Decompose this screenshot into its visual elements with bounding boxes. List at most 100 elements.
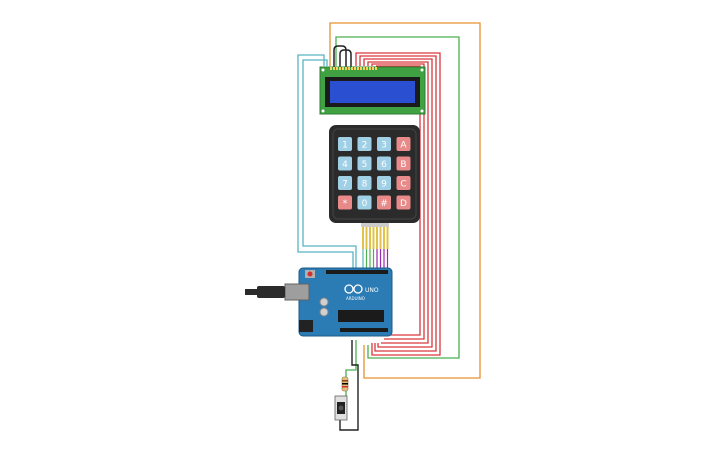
wire-black-1[interactable] bbox=[333, 45, 347, 68]
lcd-pin[interactable] bbox=[336, 67, 338, 70]
keypad-key-label: 2 bbox=[362, 141, 368, 151]
keypad-key-B[interactable]: B bbox=[396, 156, 411, 171]
power-jack bbox=[299, 320, 313, 332]
keypad-key-#[interactable]: # bbox=[377, 195, 391, 210]
lcd-pin[interactable] bbox=[369, 67, 371, 70]
lcd-pin[interactable] bbox=[357, 67, 359, 70]
keypad-key-face bbox=[338, 195, 352, 210]
keypad-key-label: 3 bbox=[381, 141, 387, 151]
keypad-key-face bbox=[357, 156, 372, 171]
keypad-key-face bbox=[396, 176, 411, 190]
keypad-key-3[interactable]: 3 bbox=[377, 137, 391, 151]
keypad-key-face bbox=[377, 176, 391, 190]
lcd-mount-hole bbox=[420, 109, 424, 113]
lcd-pin[interactable] bbox=[333, 67, 335, 70]
resistor[interactable] bbox=[341, 376, 349, 392]
keypad-key-label: A bbox=[400, 141, 407, 151]
keypad-pin[interactable] bbox=[379, 227, 382, 249]
keypad-key-2[interactable]: 2 bbox=[357, 137, 372, 151]
keypad-key-face bbox=[338, 176, 352, 190]
keypad-pin[interactable] bbox=[362, 227, 364, 249]
keypad-key-face bbox=[357, 176, 372, 190]
keypad-key-0[interactable]: 0 bbox=[357, 195, 372, 210]
arduino-brand: ARDUINO bbox=[346, 296, 365, 301]
capacitor bbox=[319, 297, 329, 307]
usb-cable-plug bbox=[257, 286, 285, 298]
wire-red-2[interactable] bbox=[359, 55, 437, 352]
wire-red-3[interactable] bbox=[363, 58, 433, 348]
lcd-pin-header bbox=[330, 67, 377, 70]
lcd-pin[interactable] bbox=[330, 67, 332, 70]
lcd-pin[interactable] bbox=[348, 67, 350, 70]
keypad-key-1[interactable]: 1 bbox=[338, 137, 352, 151]
wire-black-2[interactable] bbox=[339, 49, 352, 68]
pushbutton[interactable] bbox=[334, 395, 348, 421]
keypad-key-label: # bbox=[380, 199, 388, 209]
wire-teal-2[interactable] bbox=[302, 59, 357, 270]
atmega-chip bbox=[338, 310, 384, 322]
keypad-key-*[interactable]: * bbox=[338, 195, 352, 210]
keypad-pin[interactable] bbox=[386, 227, 389, 249]
wire-teal-1[interactable] bbox=[297, 54, 354, 270]
usb-jack bbox=[284, 283, 310, 301]
keypad-key-A[interactable]: A bbox=[396, 137, 411, 151]
keypad-key-8[interactable]: 8 bbox=[357, 176, 372, 190]
arduino-logo-icon bbox=[344, 284, 363, 294]
keypad-key-9[interactable]: 9 bbox=[377, 176, 391, 190]
keypad-key-label: 4 bbox=[342, 160, 348, 170]
keypad-key-face bbox=[377, 156, 391, 171]
wire-red-4[interactable] bbox=[367, 61, 429, 344]
keypad-pin[interactable] bbox=[365, 227, 368, 249]
wire-red-1[interactable] bbox=[355, 52, 441, 356]
wire-green[interactable] bbox=[335, 36, 460, 359]
lcd-pin[interactable] bbox=[339, 67, 341, 70]
lcd-pin[interactable] bbox=[360, 67, 362, 70]
keypad-pin[interactable] bbox=[372, 227, 375, 249]
keypad-pin-header bbox=[362, 227, 389, 249]
keypad-pin[interactable] bbox=[369, 227, 371, 249]
keypad-ribbon bbox=[361, 223, 389, 227]
keypad-pin[interactable] bbox=[376, 227, 378, 249]
keypad-key-label: B bbox=[400, 160, 406, 170]
keypad-key-face bbox=[338, 137, 352, 151]
lcd-pin[interactable] bbox=[363, 67, 365, 70]
keypad-key-label: 8 bbox=[362, 180, 368, 190]
reset-button-cap bbox=[307, 271, 313, 277]
keypad-pin[interactable] bbox=[383, 227, 385, 249]
keypad-key-5[interactable]: 5 bbox=[357, 156, 372, 171]
lcd-pin[interactable] bbox=[375, 67, 377, 70]
lcd-pin[interactable] bbox=[351, 67, 353, 70]
keypad-key-D[interactable]: D bbox=[396, 195, 411, 210]
digital-header bbox=[326, 270, 388, 274]
keypad-key-C[interactable]: C bbox=[396, 176, 411, 190]
capacitor bbox=[319, 307, 329, 317]
lcd-pin[interactable] bbox=[354, 67, 356, 70]
keypad-key-label: C bbox=[400, 180, 406, 190]
lcd-pin[interactable] bbox=[366, 67, 368, 70]
keypad-key-label: 5 bbox=[362, 160, 368, 170]
keypad-key-7[interactable]: 7 bbox=[338, 176, 352, 190]
keypad-key-face bbox=[377, 195, 391, 210]
keypad-key-face bbox=[357, 195, 372, 210]
keypad-key-4[interactable]: 4 bbox=[338, 156, 352, 171]
lcd-display[interactable] bbox=[319, 66, 426, 115]
wire-red-5[interactable] bbox=[371, 63, 425, 340]
keypad-key-label: 1 bbox=[342, 141, 348, 151]
arduino-uno-board[interactable]: ARDUINO UNO bbox=[245, 267, 393, 337]
wire-black-button[interactable] bbox=[339, 340, 359, 431]
wire-orange[interactable] bbox=[329, 22, 481, 379]
lcd-pin[interactable] bbox=[345, 67, 347, 70]
lcd-pin[interactable] bbox=[372, 67, 374, 70]
keypad-key-face bbox=[396, 156, 411, 171]
lcd-mount-hole bbox=[420, 68, 424, 72]
keypad-key-6[interactable]: 6 bbox=[377, 156, 391, 171]
keypad-leads bbox=[362, 249, 389, 270]
lcd-pin[interactable] bbox=[342, 67, 344, 70]
keypad-key-label: 9 bbox=[381, 180, 387, 190]
keypad-key-face bbox=[396, 195, 411, 210]
lcd-screen bbox=[330, 81, 415, 103]
